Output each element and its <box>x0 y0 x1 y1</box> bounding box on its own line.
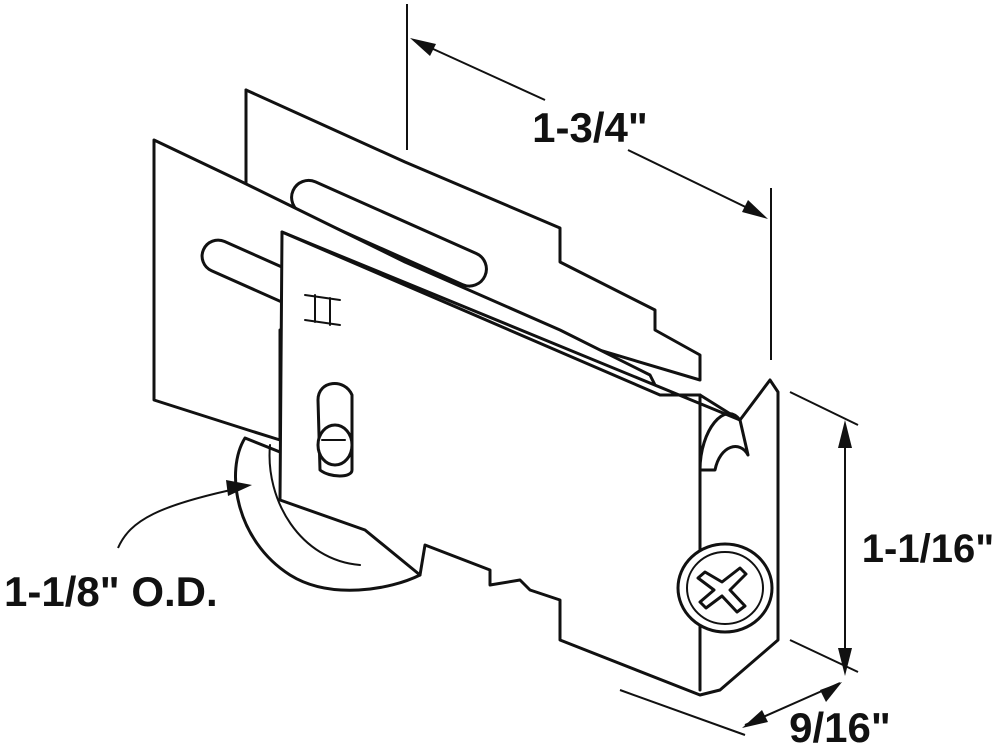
back-slot <box>290 178 488 288</box>
housing-body <box>278 230 780 697</box>
dimension-depth-label: 9/16" <box>789 704 891 751</box>
dimension-wheel-od: 1-1/8" O.D. <box>4 480 252 615</box>
dimension-width-label: 1-3/4" <box>532 104 648 151</box>
dimension-wheel-od-label: 1-1/8" O.D. <box>4 568 218 615</box>
axle-pin <box>316 423 354 467</box>
phillips-head-icon <box>696 566 748 614</box>
dimension-depth: 9/16" <box>619 682 891 751</box>
adjustment-screw <box>676 542 774 634</box>
dimension-width: 1-3/4" <box>406 4 772 360</box>
dimension-height-label: 1-1/16" <box>862 527 994 571</box>
back-plate <box>244 88 702 382</box>
dimension-height: 1-1/16" <box>789 391 994 676</box>
